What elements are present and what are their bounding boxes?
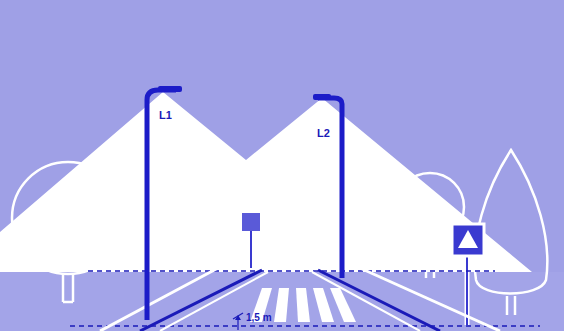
tall-tree: [475, 150, 548, 315]
warning-sign: [452, 224, 484, 325]
lamp-pole: [147, 86, 182, 320]
road-markings: [70, 268, 540, 331]
small-sign: [242, 213, 260, 268]
dimension-label: 1,5 m: [246, 313, 272, 323]
lamp-label: L2: [317, 128, 330, 139]
light-cones: [0, 92, 532, 272]
round-tree: [12, 162, 124, 302]
lamp-pole: [313, 94, 342, 278]
lamp-label: L1: [159, 110, 172, 121]
